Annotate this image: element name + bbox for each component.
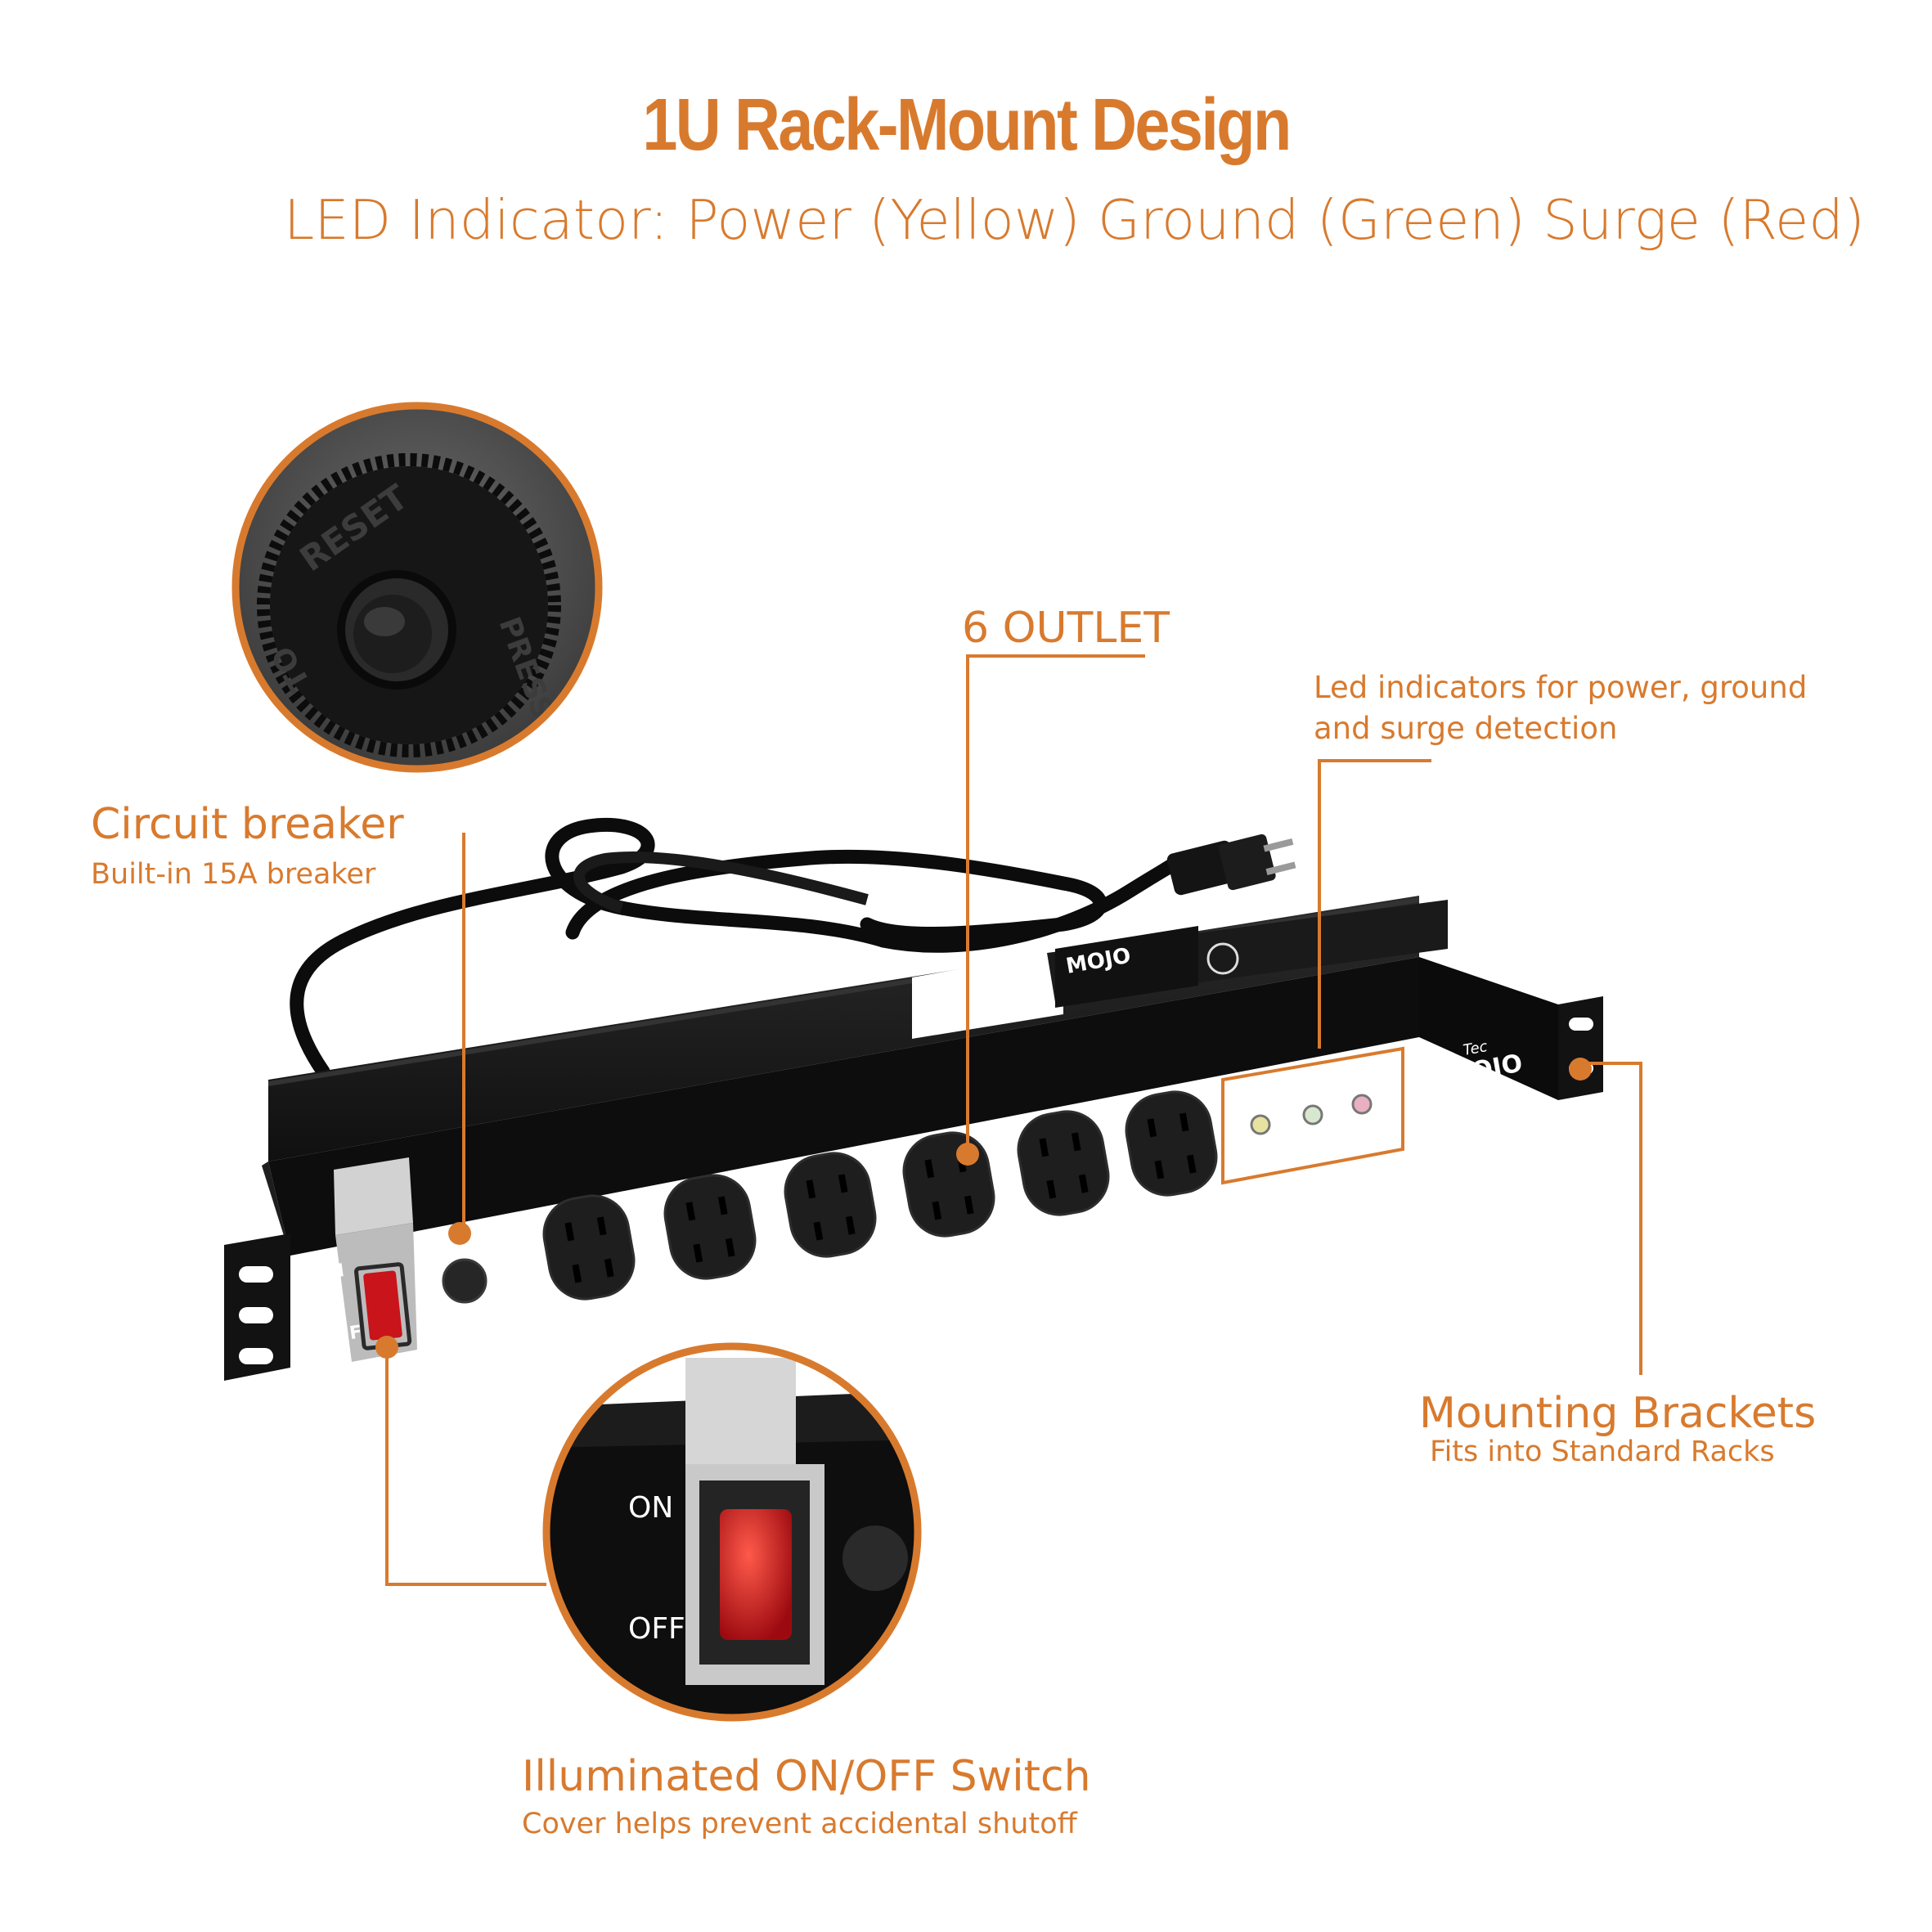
- led-callout-line2: and surge detection: [1314, 711, 1618, 746]
- switch-zoom: ON OFF: [542, 1342, 922, 1722]
- zoom-on-label: ON: [628, 1491, 673, 1525]
- front-brand-logo: MOJO: [1445, 1049, 1525, 1090]
- led-callout-line1: Led indicators for power, ground: [1314, 670, 1808, 705]
- callout-lines: [385, 654, 1642, 1586]
- power-led: [1250, 1114, 1271, 1135]
- power-strip: MOJO ON OFF Power Ground Surge: [224, 896, 1603, 1381]
- breaker-callout-subtitle: Built-in 15A breaker: [91, 858, 376, 891]
- circuit-breaker-button[interactable]: [442, 1258, 487, 1304]
- ground-led: [1302, 1104, 1323, 1126]
- outlet-callout-title: 6 OUTLET: [962, 604, 1170, 653]
- breaker-callout-dot: [448, 1222, 471, 1245]
- brackets-callout-subtitle: Fits into Standard Racks: [1430, 1436, 1775, 1468]
- breaker-callout-title: Circuit breaker: [91, 800, 404, 849]
- bracket-callout-dot: [1569, 1058, 1592, 1081]
- brackets-callout-title: Mounting Brackets: [1419, 1389, 1817, 1438]
- front-brand-prefix: Tec: [1462, 1038, 1489, 1059]
- switch-on-label: ON: [312, 1260, 345, 1285]
- page-title: 1U Rack-Mount Design: [642, 84, 1292, 166]
- surge-led: [1351, 1094, 1373, 1115]
- led-label-surge: Surge: [1346, 1116, 1382, 1134]
- outlet-callout-dot: [956, 1143, 979, 1166]
- power-cord: [290, 818, 1296, 1079]
- zoom-off-label: OFF: [628, 1612, 685, 1646]
- switch-callout-title: Illuminated ON/OFF Switch: [522, 1752, 1091, 1801]
- outlets: [542, 1090, 1218, 1301]
- switch-callout-dot: [375, 1336, 398, 1359]
- page-subtitle: LED Indicator: Power (Yellow) Ground (Gr…: [284, 188, 1865, 252]
- led-label-ground: Ground: [1291, 1124, 1334, 1144]
- breaker-zoom: RESET PRESS TO: [231, 402, 603, 773]
- switch-callout-subtitle: Cover helps prevent accidental shutoff: [522, 1808, 1077, 1840]
- led-label-power: Power: [1243, 1136, 1280, 1155]
